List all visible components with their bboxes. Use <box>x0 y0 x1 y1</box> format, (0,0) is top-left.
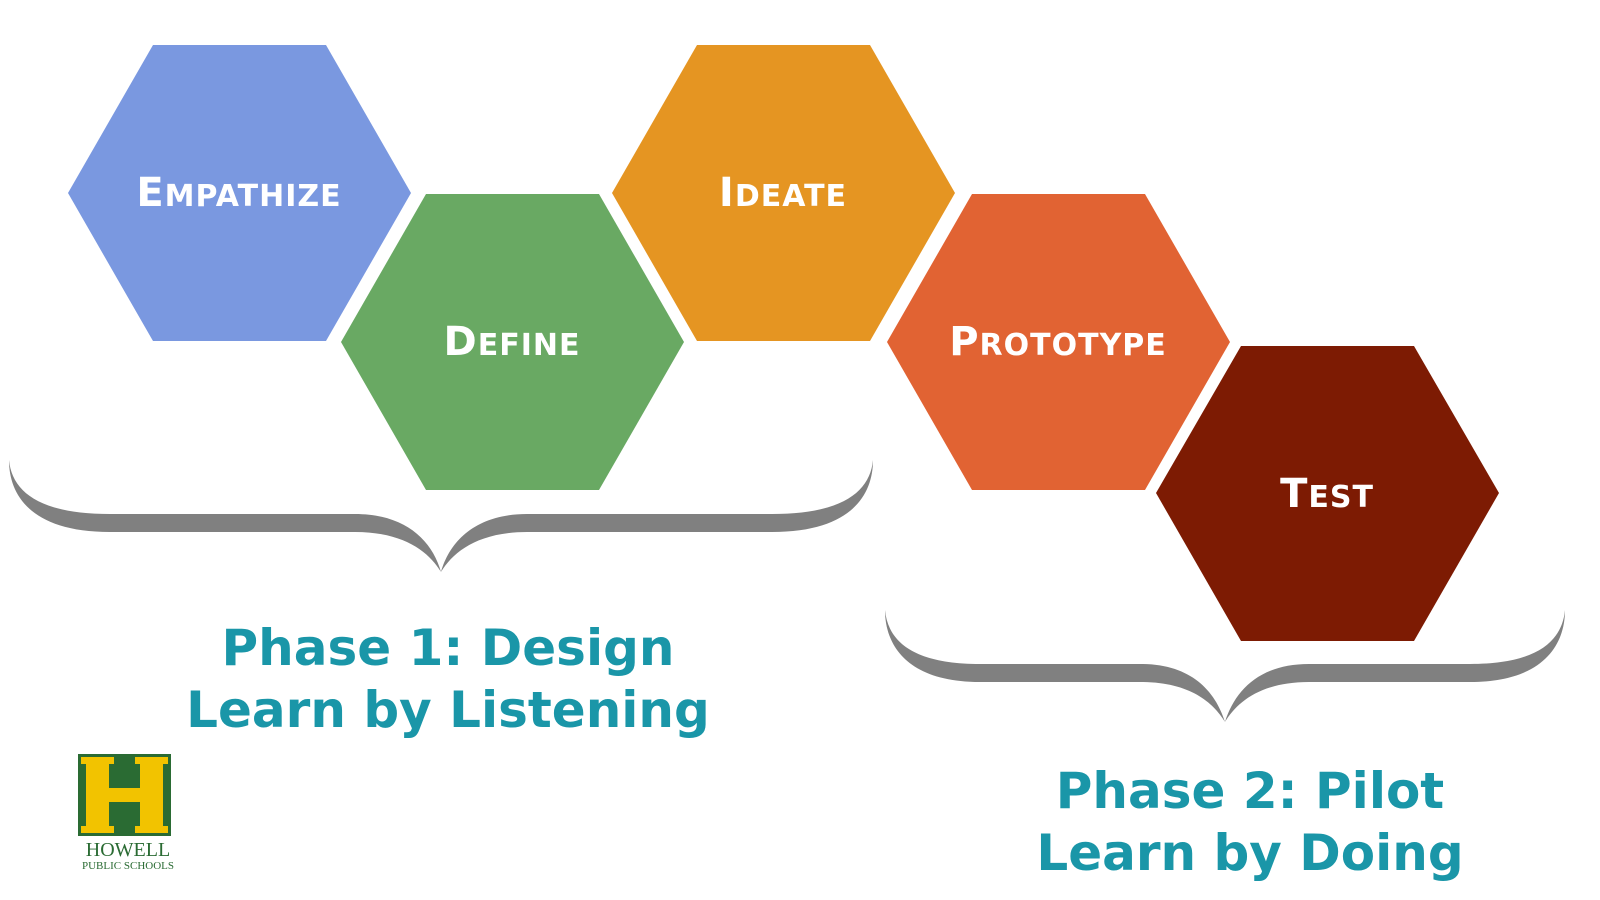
hex-test-label-cap: T <box>1280 471 1308 517</box>
hex-prototype-shape <box>887 194 1230 490</box>
phase1-caption: Phase 1: Design Learn by Listening <box>168 617 728 741</box>
phase2-caption: Phase 2: Pilot Learn by Doing <box>1000 760 1500 884</box>
hex-define-label-cap: D <box>444 319 478 365</box>
hex-ideate-label-cap: I <box>719 170 735 216</box>
hex-define-shape <box>341 194 684 490</box>
hex-define-label: DEFINE <box>444 319 581 365</box>
hex-define: DEFINE <box>341 194 684 490</box>
hex-empathize-label-rest: MPATHIZE <box>165 179 342 214</box>
hex-empathize-label: EMPATHIZE <box>136 170 341 216</box>
phase1-subtitle: Learn by Listening <box>186 681 710 739</box>
hex-empathize: EMPATHIZE <box>68 45 411 341</box>
hex-ideate-label-rest: DEATE <box>735 179 847 214</box>
hex-test-label: TEST <box>1280 471 1374 517</box>
hex-test-shape <box>1156 346 1499 641</box>
hex-prototype-label: PROTOTYPE <box>949 319 1167 365</box>
phase2-title: Phase 2: Pilot <box>1055 762 1445 820</box>
phase1-brace <box>9 460 873 572</box>
howell-h-mark-icon <box>78 754 171 836</box>
hex-define-label-rest: EFINE <box>478 328 581 363</box>
logo-h-fill <box>81 757 168 833</box>
logo-name: HOWELL <box>85 839 171 861</box>
phase1-title: Phase 1: Design <box>221 619 675 677</box>
hex-ideate-label: IDEATE <box>719 170 847 216</box>
hex-prototype-label-cap: P <box>949 319 979 365</box>
hex-empathize-label-cap: E <box>136 170 164 216</box>
hex-test: TEST <box>1156 346 1499 641</box>
logo-subtitle: PUBLIC SCHOOLS <box>82 860 174 872</box>
hex-empathize-shape <box>68 45 411 341</box>
phase2-brace <box>885 610 1565 722</box>
howell-logo: HOWELL PUBLIC SCHOOLS <box>78 754 178 878</box>
phase2-subtitle: Learn by Doing <box>1036 824 1464 882</box>
hex-test-label-rest: EST <box>1308 480 1374 515</box>
hex-ideate: IDEATE <box>612 45 955 341</box>
hex-ideate-shape <box>612 45 955 341</box>
hex-prototype-label-rest: ROTOTYPE <box>980 328 1167 363</box>
hex-prototype: PROTOTYPE <box>887 194 1230 490</box>
